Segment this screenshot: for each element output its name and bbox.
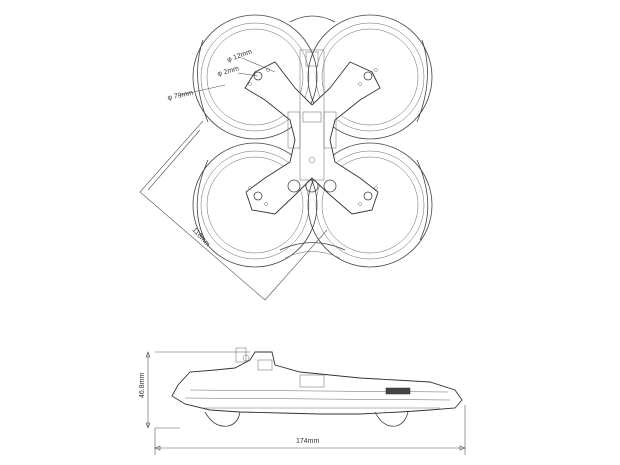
center-mounts	[287, 111, 337, 193]
screw-hole-diameter-label: φ 2mm	[217, 65, 240, 78]
side-view-body	[171, 347, 463, 427]
side-view-dimensions	[145, 351, 466, 455]
frame-arms	[244, 49, 381, 215]
top-view-dimensions	[139, 57, 328, 301]
guard-bumper	[196, 15, 429, 259]
side-view: 46.8mm 174mm	[139, 347, 466, 455]
height-label: 46.8mm	[139, 373, 146, 398]
prop-diameter-label: φ 79mm	[167, 90, 194, 102]
motor-hole-diameter-label: φ 12mm	[226, 48, 253, 64]
prop-guard-outer	[192, 14, 433, 268]
top-view: φ 12mm φ 2mm φ 79mm 118mm	[139, 14, 433, 301]
motor-mount-holes	[248, 68, 378, 206]
length-label: 174mm	[296, 438, 320, 445]
